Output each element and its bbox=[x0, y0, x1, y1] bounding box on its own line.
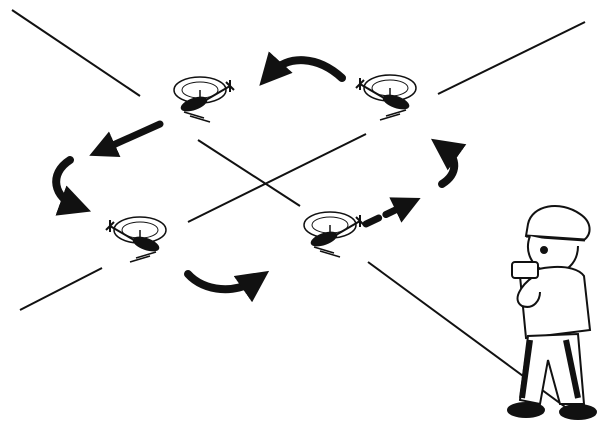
guide-line-top-right bbox=[437, 21, 586, 95]
curved-arrow-bottom bbox=[184, 270, 270, 303]
guide-line-bottom-left bbox=[19, 267, 103, 311]
curved-arrow-left bbox=[52, 156, 92, 216]
guide-line-top-left bbox=[11, 9, 141, 97]
straight-arrow-right bbox=[362, 197, 421, 228]
helicopters bbox=[105, 74, 417, 263]
guide-lines bbox=[11, 9, 586, 413]
helicopter-icon-top-left bbox=[173, 76, 235, 123]
flight-path bbox=[52, 51, 467, 303]
guide-line-center-cross bbox=[187, 133, 367, 223]
helicopter-icon-left bbox=[105, 216, 167, 263]
straight-arrow-top-left bbox=[89, 120, 164, 158]
curved-arrow-right bbox=[430, 138, 467, 188]
curved-arrow-top bbox=[259, 51, 346, 86]
pilot-figure-icon bbox=[507, 205, 597, 420]
helicopter-icon-top-right bbox=[355, 74, 417, 121]
guide-line-center-diagonal bbox=[197, 139, 301, 207]
helicopter-icon-center bbox=[303, 211, 365, 258]
